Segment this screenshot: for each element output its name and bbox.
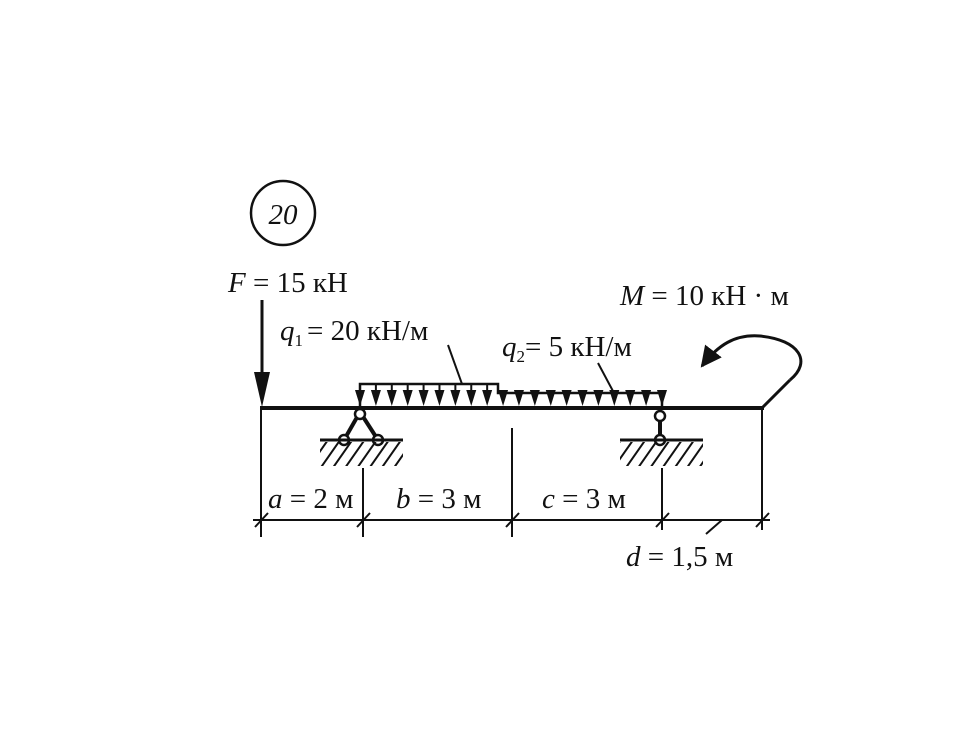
load-arrowhead — [355, 390, 365, 406]
moment-label: M = 10 кН · м — [619, 280, 789, 312]
load-arrowhead — [482, 390, 493, 406]
load-arrowhead — [657, 390, 667, 406]
q2-label: q2= 5 кН/м — [502, 331, 632, 366]
load-arrowhead — [545, 390, 556, 406]
force-arrow — [254, 300, 270, 407]
force-label: F = 15 кН — [227, 267, 348, 299]
distributed-load — [355, 382, 667, 406]
load-arrowhead — [561, 390, 572, 406]
q1-leader — [447, 344, 463, 385]
dimension-d: d = 1,5 м — [626, 541, 733, 573]
dimension-b: b = 3 м — [396, 483, 481, 515]
dimension-line — [253, 512, 770, 535]
moment-arrow — [700, 334, 803, 410]
problem-number: 20 — [269, 199, 299, 231]
load-arrowhead — [593, 390, 604, 406]
load-arrowhead — [577, 390, 588, 406]
load-arrowhead — [513, 390, 524, 406]
load-arrowhead — [402, 390, 413, 406]
q1-label: q1= 20 кН/м — [280, 315, 428, 350]
load-arrowhead — [418, 390, 429, 406]
roller-support — [620, 409, 703, 466]
problem-number-badge: 20 — [249, 179, 317, 247]
dimension-a: a = 2 м — [268, 483, 353, 515]
q2-leader — [597, 362, 615, 394]
dimension-c: c = 3 м — [542, 483, 626, 515]
load-arrowhead — [625, 390, 636, 406]
pinned-support — [320, 407, 403, 466]
load-arrowhead — [450, 390, 461, 406]
load-arrowhead — [434, 390, 445, 406]
extension-lines — [260, 408, 763, 537]
load-arrowhead — [370, 390, 381, 406]
load-arrowhead — [529, 390, 540, 406]
load-arrowhead — [498, 390, 509, 406]
load-arrowhead — [609, 390, 620, 406]
load-arrowhead — [386, 390, 397, 406]
load-arrowhead — [641, 390, 652, 406]
load-arrowhead — [466, 390, 477, 406]
